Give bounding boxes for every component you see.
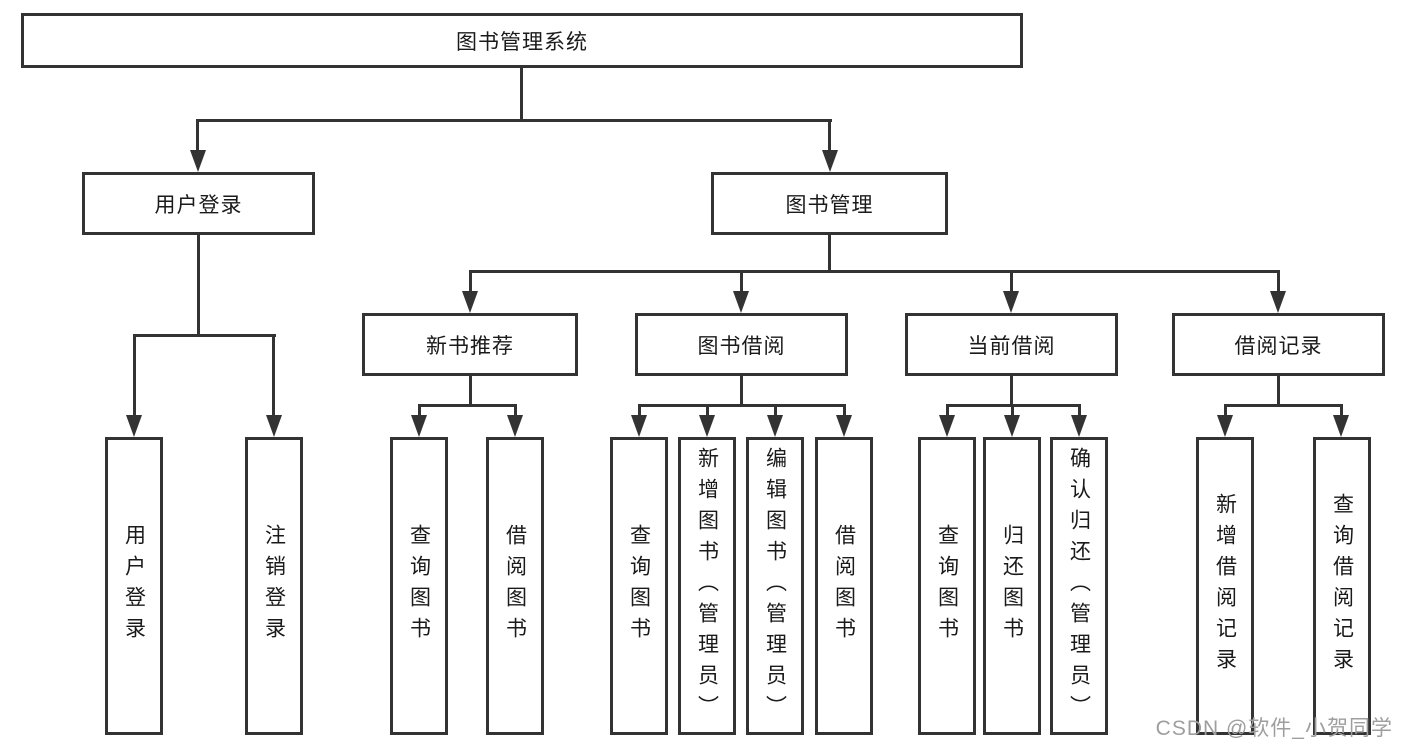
connector-line	[196, 119, 199, 152]
csdn-watermark: CSDN @软件_小贺同学	[1155, 717, 1393, 740]
connector-line	[469, 374, 472, 407]
leaf-add-borrow-record: 新增借阅记录	[1196, 437, 1254, 735]
node-book-management: 图书管理	[711, 172, 948, 235]
node-borrow-records: 借阅记录	[1172, 313, 1385, 376]
arrowhead-down-icon	[822, 150, 838, 172]
connector-line	[774, 404, 777, 417]
node-label: 归还图书	[1000, 524, 1024, 648]
connector-line	[418, 404, 516, 407]
arrowhead-down-icon	[1004, 415, 1020, 437]
arrowhead-down-icon	[507, 415, 523, 437]
leaf-return-books: 归还图书	[983, 437, 1041, 735]
node-label: 借阅记录	[1234, 334, 1323, 358]
leaf-user-login: 用户登录	[105, 437, 163, 735]
connector-line	[133, 334, 136, 417]
connector-line	[706, 404, 709, 417]
arrowhead-down-icon	[266, 415, 282, 437]
node-label: 图书管理系统	[456, 30, 588, 54]
arrowhead-down-icon	[1071, 415, 1087, 437]
node-label: 图书借阅	[697, 334, 786, 358]
node-label: 借阅图书	[832, 524, 856, 648]
connector-line	[469, 270, 1280, 273]
connector-line	[197, 233, 200, 336]
arrowhead-down-icon	[1270, 291, 1286, 313]
arrowhead-down-icon	[1217, 415, 1233, 437]
node-label: 用户登录	[122, 524, 146, 648]
node-label: 查询图书	[935, 524, 959, 648]
connector-line	[1010, 374, 1013, 407]
connector-line	[638, 404, 641, 417]
leaf-recommend-borrow-books: 借阅图书	[486, 437, 544, 735]
connector-line	[946, 404, 949, 417]
node-label: 查询图书	[407, 524, 431, 648]
leaf-edit-books-admin: 编辑图书（管理员）	[746, 437, 804, 735]
arrowhead-down-icon	[733, 291, 749, 313]
arrowhead-down-icon	[767, 415, 783, 437]
leaf-query-borrow-record: 查询借阅记录	[1313, 437, 1371, 735]
node-user-login: 用户登录	[82, 172, 315, 235]
connector-line	[469, 270, 472, 293]
connector-line	[196, 119, 832, 122]
connector-line	[1340, 404, 1343, 417]
arrowhead-down-icon	[1003, 291, 1019, 313]
node-label: 图书管理	[785, 193, 874, 217]
leaf-recommend-query-books: 查询图书	[390, 437, 448, 735]
node-label: 新增借阅记录	[1213, 493, 1237, 679]
node-label: 确认归还（管理员）	[1067, 446, 1091, 726]
connector-line	[828, 119, 831, 152]
connector-line	[514, 404, 517, 417]
leaf-borrow-query-books: 查询图书	[610, 437, 668, 735]
leaf-current-query-books: 查询图书	[918, 437, 976, 735]
node-label: 用户登录	[154, 193, 243, 217]
node-new-book-recommend: 新书推荐	[362, 313, 578, 376]
node-label: 查询借阅记录	[1330, 493, 1354, 679]
arrowhead-down-icon	[1333, 415, 1349, 437]
arrowhead-down-icon	[699, 415, 715, 437]
arrowhead-down-icon	[126, 415, 142, 437]
connector-line	[1011, 404, 1014, 417]
connector-line	[418, 404, 421, 417]
node-label: 编辑图书（管理员）	[763, 446, 787, 726]
node-label: 当前借阅	[967, 334, 1056, 358]
node-label: 新书推荐	[426, 334, 514, 358]
connector-line	[638, 404, 845, 407]
connector-line	[1078, 404, 1081, 417]
node-label: 注销登录	[262, 524, 286, 648]
node-library-system: 图书管理系统	[21, 13, 1023, 68]
connector-line	[1277, 374, 1280, 407]
node-label: 新增图书（管理员）	[695, 446, 719, 726]
connector-line	[520, 66, 523, 122]
arrowhead-down-icon	[631, 415, 647, 437]
leaf-add-books-admin: 新增图书（管理员）	[678, 437, 736, 735]
leaf-confirm-return-admin: 确认归还（管理员）	[1050, 437, 1108, 735]
connector-line	[740, 270, 743, 293]
connector-line	[1277, 270, 1280, 293]
connector-line	[1224, 404, 1227, 417]
arrowhead-down-icon	[939, 415, 955, 437]
connector-line	[740, 374, 743, 407]
arrowhead-down-icon	[836, 415, 852, 437]
arrowhead-down-icon	[190, 150, 206, 172]
connector-line	[843, 404, 846, 417]
connector-line	[133, 334, 276, 337]
node-book-borrow: 图书借阅	[635, 313, 848, 376]
leaf-borrow-books: 借阅图书	[815, 437, 873, 735]
connector-line	[828, 233, 831, 272]
arrowhead-down-icon	[411, 415, 427, 437]
node-current-borrow: 当前借阅	[905, 313, 1118, 376]
connector-line	[1010, 270, 1013, 293]
connector-line	[272, 334, 275, 417]
node-label: 查询图书	[627, 524, 651, 648]
leaf-logout: 注销登录	[245, 437, 303, 735]
connector-line	[1224, 404, 1343, 407]
node-label: 借阅图书	[503, 524, 527, 648]
arrowhead-down-icon	[462, 291, 478, 313]
